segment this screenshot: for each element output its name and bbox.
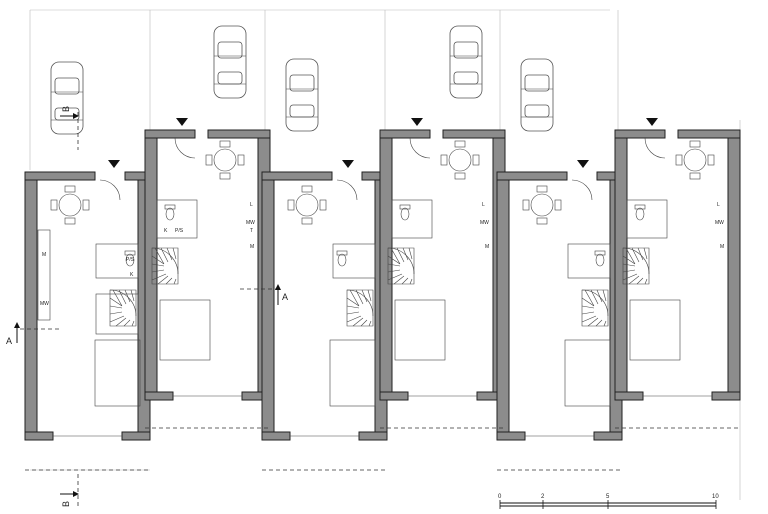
scale-tick-label: 10 <box>712 494 719 500</box>
entrance-arrow-icon <box>108 160 120 168</box>
scale-tick-label: 0 <box>498 494 502 500</box>
section-a-marker: A A <box>6 284 288 346</box>
mw-label: MW <box>246 220 255 226</box>
car-icon <box>285 58 319 132</box>
unit-5 <box>496 171 623 441</box>
k-label: K <box>130 272 134 278</box>
mw-label: MW <box>40 301 49 307</box>
unit-4 <box>379 129 506 401</box>
m-label: M <box>250 244 254 250</box>
section-b-label: B <box>61 106 71 112</box>
l-label: L <box>482 202 485 208</box>
scale-tick-label: 5 <box>606 494 610 500</box>
car-icon <box>449 25 483 99</box>
unit-2 <box>144 129 271 401</box>
t-label: T <box>250 228 253 234</box>
pis-label: P/S <box>175 228 184 234</box>
entrance-arrow-icon <box>342 160 354 168</box>
section-b-label: B <box>61 501 71 507</box>
l-label: L <box>717 202 720 208</box>
scale-bar: 0 2 5 10 <box>498 494 719 509</box>
unit-6 <box>614 129 741 401</box>
l-label: L <box>250 202 253 208</box>
section-a-label: A <box>282 292 288 302</box>
car-icon <box>213 25 247 99</box>
mw-label: MW <box>715 220 724 226</box>
entrance-arrow-icon <box>577 160 589 168</box>
mw-label: MW <box>480 220 489 226</box>
section-a-label: A <box>6 336 12 346</box>
entrance-arrow-icon <box>646 118 658 126</box>
section-b-marker: B B <box>60 106 79 508</box>
m-label: M <box>485 244 489 250</box>
site-guides <box>29 9 741 500</box>
car-icon <box>50 61 84 135</box>
m-label: M <box>42 252 46 258</box>
car-icon <box>520 58 554 132</box>
scale-tick-label: 2 <box>541 494 545 500</box>
m-label: M <box>720 244 724 250</box>
k-label: K <box>164 228 168 234</box>
entrance-arrow-icon <box>411 118 423 126</box>
unit-3 <box>261 171 388 441</box>
pis-label: P/S <box>126 257 135 263</box>
entrance-arrow-icon <box>176 118 188 126</box>
